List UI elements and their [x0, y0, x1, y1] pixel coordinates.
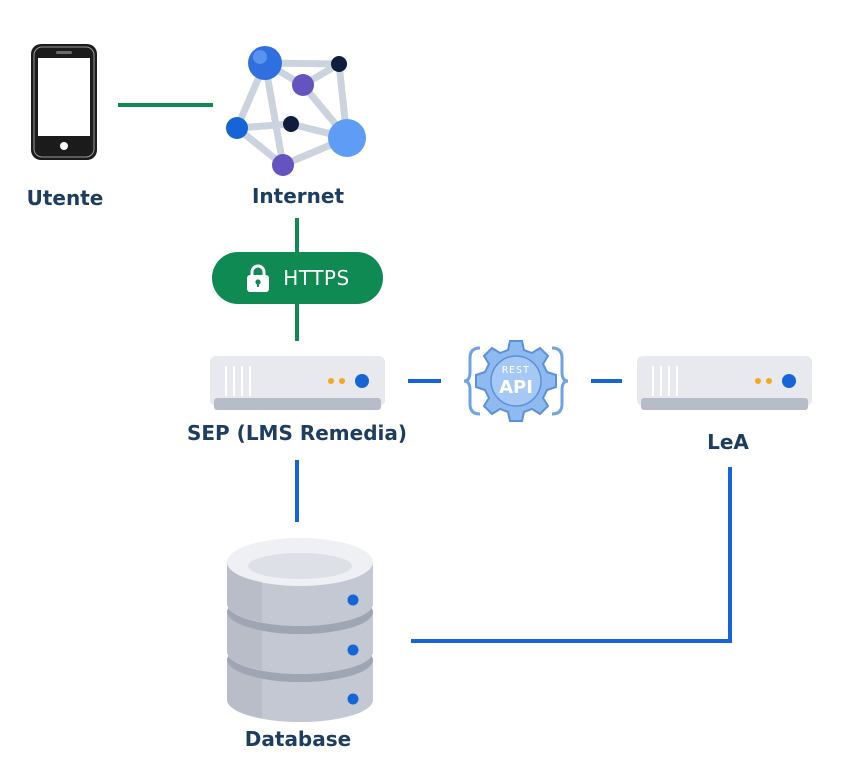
https-connector: HTTPS [212, 252, 383, 304]
database-lea-line [411, 467, 732, 643]
https-label: HTTPS [283, 266, 350, 290]
lock-icon [247, 264, 270, 292]
rest-label: REST [502, 365, 530, 376]
connections [118, 103, 732, 643]
database-icon [226, 538, 373, 722]
internet-label: Internet [251, 184, 345, 208]
network-globe-icon [226, 46, 366, 176]
sep-server-icon [210, 356, 385, 410]
database-label: Database [244, 727, 352, 751]
lea-server-icon [637, 356, 812, 410]
api-label: API [499, 377, 533, 398]
sep-label: SEP (LMS Remedia) [186, 421, 408, 445]
rest-api-gear-icon: REST API [463, 340, 569, 422]
lea-label: LeA [707, 430, 749, 454]
smartphone-icon [31, 44, 97, 160]
utente-label: Utente [26, 186, 104, 210]
